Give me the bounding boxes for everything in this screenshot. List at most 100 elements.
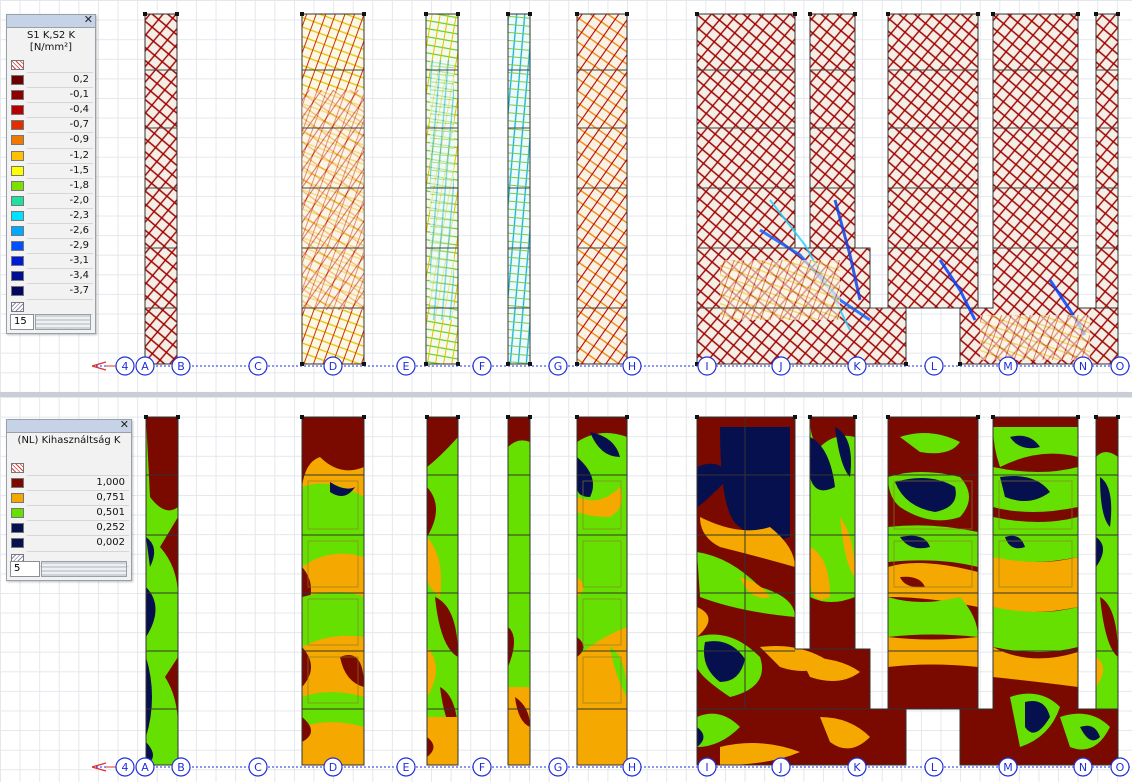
axis-marker-circle[interactable] — [171, 356, 191, 376]
legend-value: -3,7 — [69, 285, 89, 297]
axis-label: E — [403, 360, 410, 373]
axis-label: N — [1079, 761, 1087, 774]
axis-marker-circle[interactable] — [998, 356, 1018, 376]
axis-marker-circle[interactable] — [135, 757, 155, 777]
axis-label: D — [329, 360, 337, 373]
legend-entry: -1,5 — [7, 164, 95, 179]
legend-value: -3,4 — [69, 270, 89, 282]
axis-marker-circle[interactable] — [924, 757, 944, 777]
close-icon[interactable]: ✕ — [119, 418, 129, 431]
color-swatch — [11, 210, 24, 221]
axis-marker-circle[interactable] — [1073, 356, 1093, 376]
color-swatch — [11, 180, 24, 191]
axis-marker-circle[interactable] — [1110, 356, 1130, 376]
axis-marker-circle[interactable] — [998, 757, 1018, 777]
legend-entry: -3,7 — [7, 284, 95, 300]
legend-entry: 0,002 — [7, 536, 131, 552]
axis-marker-circle[interactable] — [472, 757, 492, 777]
axis-marker-circle[interactable] — [323, 356, 343, 376]
legend-title: S1 K,S2 K [N/mm²] — [26, 30, 76, 53]
wall-L — [887, 13, 979, 309]
axis-marker-circle[interactable] — [697, 356, 717, 376]
close-icon[interactable]: ✕ — [83, 13, 93, 26]
axis-label: C — [254, 761, 262, 774]
axis-label: A — [141, 761, 149, 774]
color-swatch — [11, 286, 24, 297]
stress-legend-panel[interactable]: ✕ S1 K,S2 K [N/mm²] 0,2 -0,1 -0,4 -0,7 -0,9 -… — [6, 13, 96, 334]
legend-value: 0,002 — [96, 537, 125, 549]
axis-label: B — [177, 360, 185, 373]
hatch-swatch — [11, 301, 24, 312]
step-count-slider[interactable] — [41, 561, 127, 577]
axis-label: O — [1116, 360, 1125, 373]
axis-marker-circle[interactable] — [248, 757, 268, 777]
step-count-input[interactable]: 5 — [10, 561, 40, 577]
axis-label: N — [1079, 360, 1087, 373]
legend-value: -2,3 — [69, 209, 89, 221]
color-swatch — [11, 135, 24, 146]
axis-marker-circle[interactable] — [548, 757, 568, 777]
axis-marker-circle[interactable] — [622, 356, 642, 376]
color-swatch — [11, 271, 24, 282]
legend-value: -0,7 — [69, 119, 89, 131]
axis-marker-circle[interactable] — [1110, 757, 1130, 777]
axis-marker-circle[interactable] — [622, 757, 642, 777]
step-count-input[interactable]: 15 — [10, 314, 34, 330]
axis-marker-circle[interactable] — [472, 356, 492, 376]
axis-marker-circle[interactable] — [771, 356, 791, 376]
legend-entry: 1,000 — [7, 476, 131, 492]
legend-value: 0,2 — [73, 74, 89, 86]
legend-entry: 0,501 — [7, 506, 131, 522]
axis-label: G — [554, 761, 563, 774]
axis-marker-circle[interactable] — [548, 356, 568, 376]
axis-label: K — [853, 360, 861, 373]
axis-marker-circle[interactable] — [847, 356, 867, 376]
legend-title: (NL) Kihasználtság K — [17, 435, 121, 446]
color-swatch — [11, 523, 24, 534]
color-swatch — [11, 150, 24, 161]
step-count-slider[interactable] — [35, 314, 91, 330]
wall-K-upper — [809, 13, 856, 249]
axis-label: A — [141, 360, 149, 373]
legend-value: -0,1 — [69, 89, 89, 101]
color-swatch — [11, 508, 24, 519]
legend-entry: 0,751 — [7, 491, 131, 507]
axis-marker-circle[interactable] — [697, 757, 717, 777]
legend-titlebar[interactable]: ✕ — [7, 13, 95, 28]
axis-marker-circle[interactable] — [135, 356, 155, 376]
axis-marker-circle[interactable] — [171, 757, 191, 777]
axis-label: L — [931, 360, 938, 373]
wall-I-K-contour — [697, 417, 906, 765]
hatch-swatch — [11, 463, 24, 473]
axis-marker-circle[interactable] — [115, 757, 135, 777]
wall-E-F-contour — [427, 417, 458, 765]
axis-marker-circle[interactable] — [248, 356, 268, 376]
color-swatch — [11, 226, 24, 237]
axis-marker-circle[interactable] — [847, 757, 867, 777]
color-swatch — [11, 195, 24, 206]
legend-entry: 0,2 — [7, 73, 95, 89]
axis-label: J — [778, 360, 782, 373]
axis-marker-circle[interactable] — [323, 757, 343, 777]
legend-entry: -0,7 — [7, 118, 95, 134]
legend-entry: -1,8 — [7, 179, 95, 194]
axis-marker-circle[interactable] — [924, 356, 944, 376]
legend-titlebar[interactable]: ✕ — [7, 418, 131, 433]
legend-value: -1,2 — [69, 149, 89, 161]
legend-entry — [7, 461, 131, 477]
axis-marker-circle[interactable] — [396, 356, 416, 376]
axis-marker-circle[interactable] — [396, 757, 416, 777]
axis-marker-circle[interactable] — [115, 356, 135, 376]
axis-marker-circle[interactable] — [1073, 757, 1093, 777]
wall-K-upper-contour — [810, 417, 855, 649]
axis-marker-circle[interactable] — [771, 757, 791, 777]
wall-M-N-contour — [960, 417, 1118, 765]
legend-value: -0,4 — [69, 104, 89, 116]
legend-value: -2,0 — [69, 194, 89, 206]
legend-value: -0,9 — [69, 134, 89, 146]
wall-O — [1095, 13, 1119, 309]
